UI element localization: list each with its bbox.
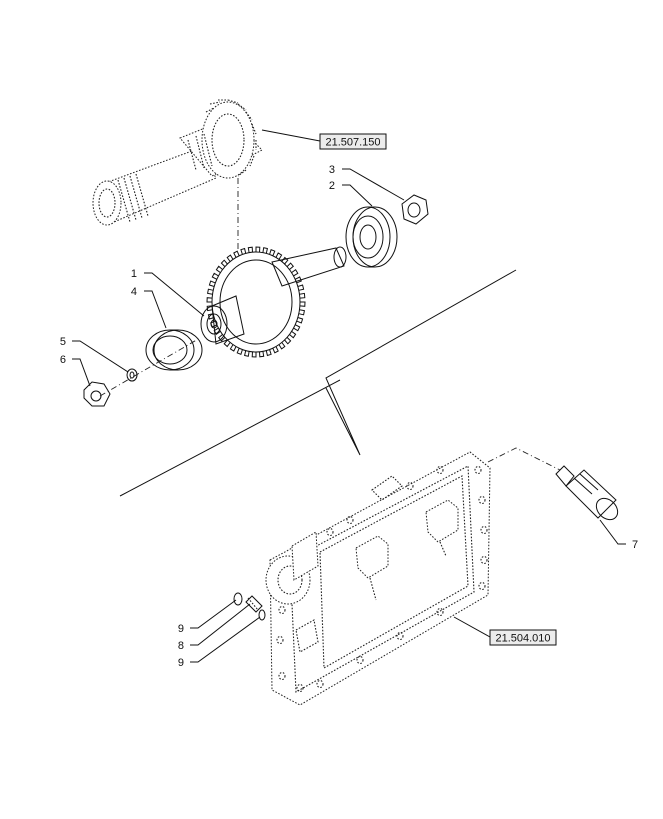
bolt-hole xyxy=(480,555,488,565)
bolt-hole xyxy=(296,683,304,693)
bolt-holes xyxy=(276,465,488,693)
gear-shaft-item-1 xyxy=(200,246,347,358)
fitting-item-8 xyxy=(245,595,263,613)
callout-9-lower: 9 xyxy=(178,657,184,669)
bolt-hole xyxy=(474,465,482,475)
callout-3: 3 xyxy=(329,164,335,176)
bolt-hole xyxy=(436,465,444,475)
nut-item-3 xyxy=(401,194,429,225)
bolt-hole xyxy=(346,515,354,525)
bolt-hole xyxy=(276,635,284,645)
center-line-right xyxy=(487,447,561,471)
bolt-hole xyxy=(406,481,414,491)
callout-6: 6 xyxy=(60,354,66,366)
bolt-hole xyxy=(436,607,444,617)
reference-label-top: 21.507.150 xyxy=(325,137,380,149)
housing-cover xyxy=(265,451,491,706)
bearing-cup-item-4 xyxy=(145,329,203,371)
hex-nut-item-6 xyxy=(83,381,111,407)
callout-2: 2 xyxy=(329,180,335,192)
bolt-hole xyxy=(478,495,486,505)
screw-item-7 xyxy=(555,465,619,521)
bolt-hole xyxy=(356,655,364,665)
bolt-hole xyxy=(278,605,286,615)
reference-box-top[interactable]: 21.507.150 xyxy=(319,133,387,150)
reference-label-bottom: 21.504.010 xyxy=(495,633,550,645)
washer-item-5 xyxy=(126,368,138,382)
callout-8: 8 xyxy=(178,640,184,652)
splined-shaft xyxy=(92,99,263,226)
o-ring-item-9-lower xyxy=(258,609,266,621)
bolt-hole xyxy=(396,631,404,641)
o-ring-item-9-upper xyxy=(233,592,243,606)
callout-9-upper: 9 xyxy=(178,623,184,635)
bolt-hole xyxy=(278,671,286,681)
callout-4: 4 xyxy=(131,286,137,298)
bearing-item-2 xyxy=(345,206,398,268)
center-line-left xyxy=(99,337,201,397)
bolt-hole xyxy=(316,679,324,689)
callout-5: 5 xyxy=(60,336,66,348)
callout-1: 1 xyxy=(131,268,137,280)
callout-7: 7 xyxy=(632,539,638,551)
reference-box-bottom[interactable]: 21.504.010 xyxy=(489,629,557,646)
bolt-hole xyxy=(326,527,334,537)
bolt-hole xyxy=(480,525,488,535)
leader-lines xyxy=(72,129,626,663)
section-divider-line xyxy=(119,269,517,497)
bolt-hole xyxy=(478,581,486,591)
